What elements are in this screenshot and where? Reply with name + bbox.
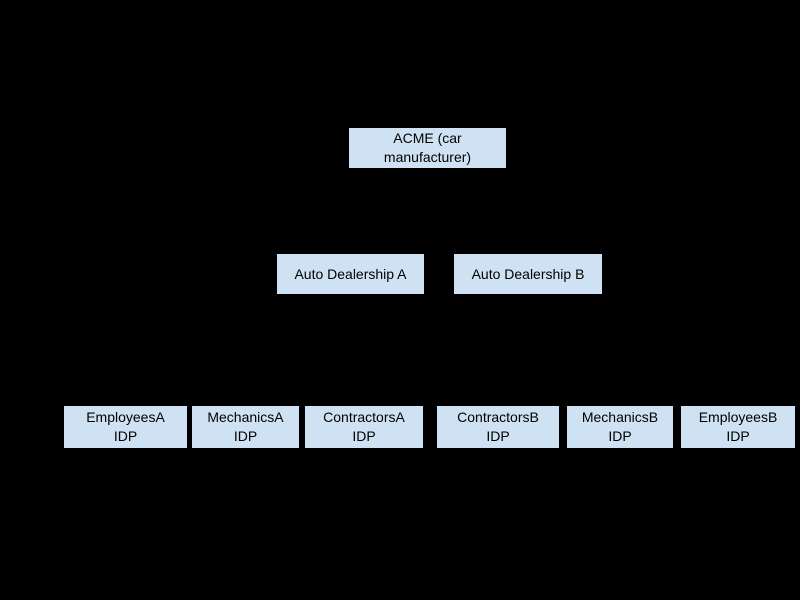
- node-mechanics-a-idp-label-line1: MechanicsA: [207, 409, 284, 425]
- node-mechanics-b-idp-label-line2: IDP: [608, 428, 632, 444]
- node-auto-dealership-b-label: Auto Dealership B: [471, 265, 585, 282]
- node-auto-dealership-a: Auto Dealership A: [277, 254, 424, 294]
- node-employees-a-idp-label-line1: EmployeesA: [86, 409, 165, 425]
- node-employees-b-idp-label-line2: IDP: [726, 428, 750, 444]
- node-contractors-a-idp-label-line1: ContractorsA: [323, 409, 405, 425]
- node-mechanics-b-idp: MechanicsB IDP: [567, 406, 673, 448]
- node-mechanics-a-idp-label-line2: IDP: [233, 428, 258, 444]
- node-auto-dealership-b: Auto Dealership B: [454, 254, 602, 294]
- node-acme-label-line2: manufacturer): [383, 149, 472, 165]
- node-auto-dealership-a-label: Auto Dealership A: [294, 265, 407, 282]
- node-contractors-b-idp: ContractorsB IDP: [437, 406, 559, 448]
- node-employees-a-idp-label-line2: IDP: [113, 428, 138, 444]
- node-contractors-b-idp-label-line2: IDP: [486, 428, 510, 444]
- node-employees-b-idp: EmployeesB IDP: [681, 406, 795, 448]
- node-contractors-a-idp: ContractorsA IDP: [305, 406, 423, 448]
- node-acme: ACME (car manufacturer): [349, 128, 506, 168]
- node-mechanics-a-idp: MechanicsA IDP: [192, 406, 299, 448]
- node-contractors-a-idp-label-line2: IDP: [352, 428, 376, 444]
- node-contractors-b-idp-label-line1: ContractorsB: [457, 409, 539, 425]
- node-employees-a-idp: EmployeesA IDP: [64, 406, 187, 448]
- node-acme-label-line1: ACME (car: [393, 130, 462, 146]
- node-employees-b-idp-label-line1: EmployeesB: [698, 409, 778, 425]
- node-mechanics-b-idp-label-line1: MechanicsB: [581, 409, 659, 425]
